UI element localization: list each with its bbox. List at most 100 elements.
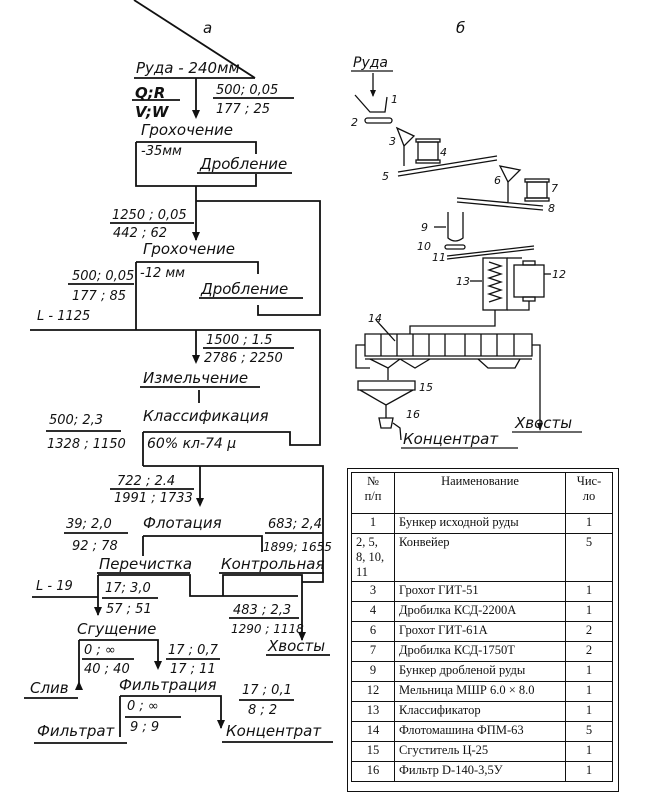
scavenger-loop-line: [222, 574, 303, 640]
cell-number: 2, 5, 8, 10, 11: [351, 533, 395, 582]
conveyor-5-lower: [397, 159, 498, 177]
arrow-head: [154, 661, 162, 670]
header-count-line-1: Чис-: [576, 474, 602, 488]
panel-label-a: а: [203, 19, 212, 37]
grinding-label: Измельчение: [143, 369, 248, 387]
mill-top: [522, 260, 536, 266]
stream-5-top: 500; 2,3: [49, 413, 103, 428]
thickener-cone: [359, 389, 414, 406]
cell-name: Фильтр D-140-3,5У: [394, 761, 566, 782]
stream-12-top: 17 ; 0,7: [168, 643, 219, 658]
water-2-label: L - 19: [36, 579, 73, 594]
stream-3-bottom: 177 ; 85: [72, 289, 126, 304]
stream-4-top: 1500 ; 1.5: [206, 333, 272, 348]
callout-6: 6: [494, 174, 501, 187]
cell-name: Флотомашина ФПМ-63: [394, 721, 566, 742]
header-number-line-1: №: [367, 474, 379, 488]
arrow-head: [94, 607, 102, 616]
arrow-head: [192, 232, 200, 241]
stream-14-top: 17 ; 0,1: [242, 683, 292, 698]
mill-to-classifier-line: [507, 301, 530, 311]
mill-icon: [513, 264, 545, 298]
stream-9-bottom: 57 ; 51: [106, 602, 152, 617]
crusher-2-return-line: [196, 200, 321, 316]
callout-15: 15: [419, 381, 433, 394]
callout-11: 11: [432, 251, 446, 264]
cell-number: 15: [351, 741, 395, 762]
stream-13-top: 0 ; ∞: [127, 699, 159, 714]
callout-14-leader: [375, 319, 396, 342]
cell-count: 1: [565, 681, 613, 702]
filtrate-label: Фильтрат: [37, 722, 116, 740]
arrow-head: [192, 110, 200, 119]
stream-4-bottom: 2786 ; 2250: [204, 351, 283, 366]
overflow-label: Слив: [30, 679, 69, 697]
stream-9-top: 17; 3,0: [105, 581, 151, 596]
equipment-table-frame: [347, 468, 619, 792]
flotation-left-loop: [355, 344, 370, 369]
cell-name: Грохот ГИТ-61А: [394, 621, 566, 642]
header-number: № п/п: [351, 472, 395, 514]
flotation-machine-icon: [364, 333, 533, 357]
ore-bin-icon: [354, 94, 388, 113]
classifier-to-flotation-line: [409, 310, 496, 334]
cell-number: 13: [351, 701, 395, 722]
tailings-line: [532, 344, 541, 430]
cell-name: Мельница МШР 6.0 × 8.0: [394, 681, 566, 702]
conveyor-11-icon: [446, 245, 535, 257]
stream-11-bottom: 40 ; 40: [84, 662, 130, 677]
cell-number: 3: [351, 581, 395, 602]
screen-2-undersize: -12 мм: [140, 266, 185, 281]
cell-name: Бункер дробленой руды: [394, 661, 566, 682]
conveyor-8-icon: [456, 197, 544, 207]
flotation-hoppers: [369, 358, 521, 369]
cell-number: 6: [351, 621, 395, 642]
cell-number: 16: [351, 761, 395, 782]
arrow-head: [298, 632, 306, 641]
thickener-underflow-line: [79, 639, 159, 668]
arrow-head: [370, 90, 376, 97]
flotation-to-scavenger-line: [143, 535, 263, 552]
cell-number: 9: [351, 661, 395, 682]
callout-7: 7: [551, 182, 558, 195]
crusher-4-bottom: [415, 159, 441, 164]
header-count: Чис- ло: [565, 472, 613, 514]
arrow-head: [217, 720, 225, 729]
header-name: Наименование: [394, 472, 566, 514]
callout-16: 16: [406, 408, 420, 421]
cleaner-tails-line: [98, 574, 298, 597]
stream-14-bottom: 8 ; 2: [248, 703, 277, 718]
screen-1-undersize: -35мм: [141, 144, 182, 159]
crusher-4-top: [415, 138, 441, 143]
filter-icon: [378, 417, 394, 429]
classification-label: Классификация: [143, 407, 268, 425]
crushing-2-label: Дробление: [200, 280, 288, 298]
cell-name: Дробилка КСД-2200А: [394, 601, 566, 622]
thickener-icon: [357, 380, 416, 391]
callout-4: 4: [440, 146, 447, 159]
filter-cake-line: [120, 695, 222, 728]
crusher-7-bottom: [524, 197, 550, 202]
stream-2-top: 1250 ; 0,05: [112, 208, 187, 223]
stream-6-bottom: 1991 ; 1733: [114, 491, 193, 506]
cell-count: 1: [565, 581, 613, 602]
cell-count: 2: [565, 641, 613, 662]
tailings-label: Хвосты: [267, 637, 325, 655]
cell-count: 1: [565, 661, 613, 682]
stream-2-bottom: 442 ; 62: [113, 226, 167, 241]
screen-2-oversize-line: [136, 261, 259, 274]
cell-number: 4: [351, 601, 395, 622]
scheme-tailings-label: Хвосты: [514, 414, 572, 432]
arrow-head: [537, 423, 543, 431]
classifier-spiral: [486, 261, 504, 303]
flotation-label: Флотация: [143, 514, 222, 532]
cell-name: Классификатор: [394, 701, 566, 722]
